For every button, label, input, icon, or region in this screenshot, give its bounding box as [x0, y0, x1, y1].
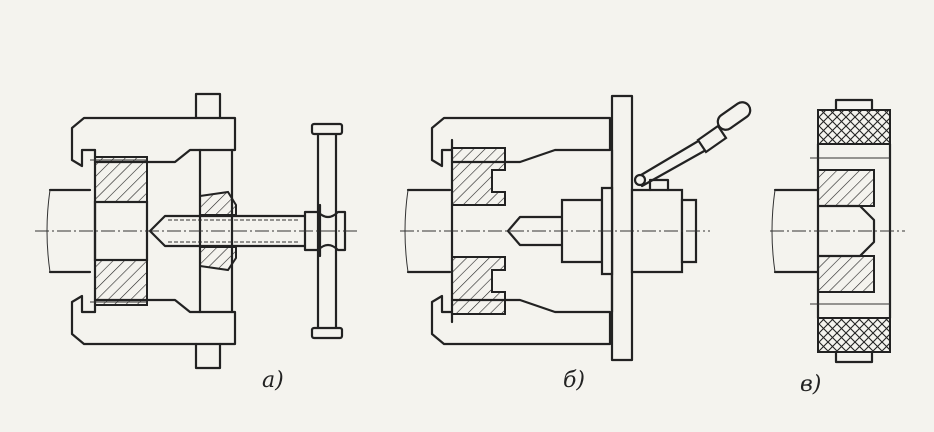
fig-a-hub-upper [94, 156, 148, 203]
fig-a-handle-boss [303, 210, 347, 252]
fig-a-handle-knob-bottom [310, 326, 344, 340]
fig-v-lug-bottom [834, 350, 874, 364]
fig-v-ring-upper [817, 109, 891, 145]
caption-a: а) [262, 368, 284, 393]
fig-a-handle-knob-top [310, 122, 344, 136]
fig-b-lever-grip [716, 101, 752, 131]
fig-b-hub-lower [451, 256, 506, 315]
fig-a-shaft [48, 188, 92, 274]
fig-b-frame-upper [430, 116, 612, 168]
fig-b-lever-pivot [633, 173, 647, 187]
fig-b-shaft [406, 188, 452, 274]
fig-b-crossbar [610, 94, 634, 362]
fig-b-cylinder-rear [630, 188, 684, 274]
caption-b: б) [563, 368, 586, 393]
fig-v-hub-upper [817, 169, 875, 207]
fig-a-nut-lower [199, 246, 237, 272]
figure-v-ring-puller [771, 98, 892, 364]
fig-a-nut-upper [199, 190, 237, 216]
fig-a-crossbar [194, 92, 222, 370]
fig-a-frame-lower [70, 294, 237, 346]
fig-b-hub-upper [451, 147, 506, 206]
fig-a-frame-upper [70, 116, 237, 168]
fig-v-shaft [773, 188, 820, 274]
figure-b-hydraulic-puller [404, 94, 752, 362]
fig-b-frame-lower [430, 294, 612, 346]
fig-b-pump-lever [634, 138, 708, 188]
fig-v-hub-lower [817, 255, 875, 293]
fig-b-plunger [506, 215, 564, 247]
fig-a-hub-lower [94, 259, 148, 306]
fig-v-ring-lower [817, 317, 891, 353]
fig-a-screw [148, 214, 307, 248]
caption-v: в) [800, 372, 822, 397]
fig-v-lug-top [834, 98, 874, 112]
